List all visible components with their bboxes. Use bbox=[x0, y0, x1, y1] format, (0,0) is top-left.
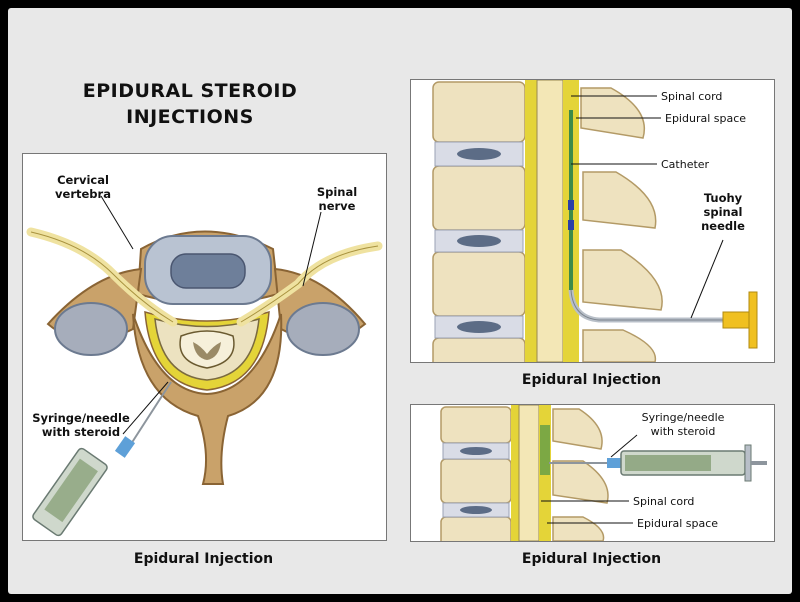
disc-1-nucleus bbox=[457, 148, 501, 160]
right-spinal-nerve-outline bbox=[240, 245, 379, 323]
spinous-process-2 bbox=[582, 171, 657, 229]
injected-steroid bbox=[540, 425, 550, 475]
label-tuohy-3: needle bbox=[701, 219, 745, 233]
vertebra-3 bbox=[440, 516, 512, 541]
cross-section-illustration: Cervical vertebra Spinal nerve Syringe/n… bbox=[26, 173, 383, 537]
tuohy-needle-hub bbox=[722, 311, 750, 329]
label-epidural-space: Epidural space bbox=[665, 112, 746, 125]
leader-tuohy bbox=[690, 239, 724, 319]
label-cervical-vertebra-1: Cervical bbox=[57, 173, 109, 187]
spinous-process-2 bbox=[552, 460, 609, 504]
vertebra-3 bbox=[432, 251, 526, 317]
label-spinal-nerve-1: Spinal bbox=[317, 185, 357, 199]
vertebra-1 bbox=[432, 81, 526, 143]
syringe-flange bbox=[744, 444, 752, 482]
label-syringe-2: with steroid bbox=[651, 425, 716, 438]
syringe-view-panel: Syringe/needle with steroid Spinal cord … bbox=[410, 404, 775, 542]
anterior-epidural-fat bbox=[511, 405, 519, 541]
caption-cross-section: Epidural Injection bbox=[133, 551, 274, 567]
label-catheter: Catheter bbox=[661, 158, 710, 171]
spinous-process-3 bbox=[582, 249, 663, 311]
lamina bbox=[132, 313, 283, 485]
leader-spinal-nerve bbox=[302, 211, 322, 287]
vertebra-2 bbox=[432, 165, 526, 231]
steroid-fluid bbox=[625, 455, 711, 471]
gray-matter bbox=[193, 342, 221, 360]
label-tuohy-2: spinal bbox=[704, 205, 743, 219]
label-syringe-2: with steroid bbox=[42, 425, 120, 439]
catheter-view-illustration: Spinal cord Epidural space Catheter Tuoh… bbox=[432, 80, 758, 362]
spinous-process-1 bbox=[580, 87, 645, 139]
leader-cervical-vertebra bbox=[100, 195, 134, 250]
label-cervical-vertebra-2: vertebra bbox=[55, 187, 111, 201]
syringe bbox=[32, 381, 172, 537]
syringe-needle bbox=[130, 381, 172, 445]
vertebra-2 bbox=[440, 458, 512, 504]
caption-syringe-view: Epidural Injection bbox=[521, 551, 662, 567]
catheter-view-panel: Spinal cord Epidural space Catheter Tuoh… bbox=[410, 79, 775, 363]
label-spinal-nerve-2: nerve bbox=[319, 199, 356, 213]
disc-1-nucleus bbox=[460, 447, 492, 455]
right-articular-facet bbox=[286, 302, 360, 356]
syringe-hub bbox=[114, 436, 136, 458]
title-line-2: INJECTIONS bbox=[126, 106, 254, 128]
tuohy-needle-outline bbox=[570, 289, 723, 321]
vertebra-1 bbox=[440, 406, 512, 444]
spinous-process-1 bbox=[552, 408, 603, 450]
nucleus bbox=[170, 253, 246, 289]
syringe-view-illustration: Syringe/needle with steroid Spinal cord … bbox=[440, 405, 767, 541]
leader-syringe bbox=[122, 381, 169, 435]
label-syringe-1: Syringe/needle bbox=[32, 411, 130, 425]
left-spinal-nerve-outline bbox=[30, 231, 174, 323]
label-syringe-1: Syringe/needle bbox=[642, 411, 725, 424]
spinous-process-3 bbox=[552, 516, 605, 541]
label-spinal-cord: Spinal cord bbox=[633, 495, 694, 508]
left-articular-facet bbox=[54, 302, 128, 356]
label-spinal-cord: Spinal cord bbox=[661, 90, 722, 103]
caption-catheter-view: Epidural Injection bbox=[521, 372, 662, 388]
label-epidural-space: Epidural space bbox=[637, 517, 718, 530]
disc-3-nucleus bbox=[457, 321, 501, 333]
spinous-process-4 bbox=[582, 329, 657, 362]
tuohy-needle-wings bbox=[748, 291, 758, 349]
disc-2-nucleus bbox=[457, 235, 501, 247]
catheter-marker-1 bbox=[568, 200, 574, 210]
spinal-cord bbox=[536, 80, 564, 362]
spinal-cord bbox=[179, 330, 235, 369]
anterior-epidural-fat bbox=[525, 80, 537, 362]
leader-syringe bbox=[610, 434, 638, 458]
spinal-cord bbox=[518, 405, 540, 541]
catheter-marker-2 bbox=[568, 220, 574, 230]
vertebra-4 bbox=[432, 337, 526, 362]
page-title: EPIDURAL STEROID INJECTIONS bbox=[40, 78, 340, 130]
disc-2-nucleus bbox=[460, 506, 492, 514]
cross-section-panel: Cervical vertebra Spinal nerve Syringe/n… bbox=[22, 153, 387, 541]
steroid-fluid bbox=[44, 458, 98, 523]
label-tuohy-1: Tuohy bbox=[704, 191, 743, 205]
syringe-hub bbox=[607, 458, 621, 468]
title-line-1: EPIDURAL STEROID bbox=[82, 80, 298, 102]
